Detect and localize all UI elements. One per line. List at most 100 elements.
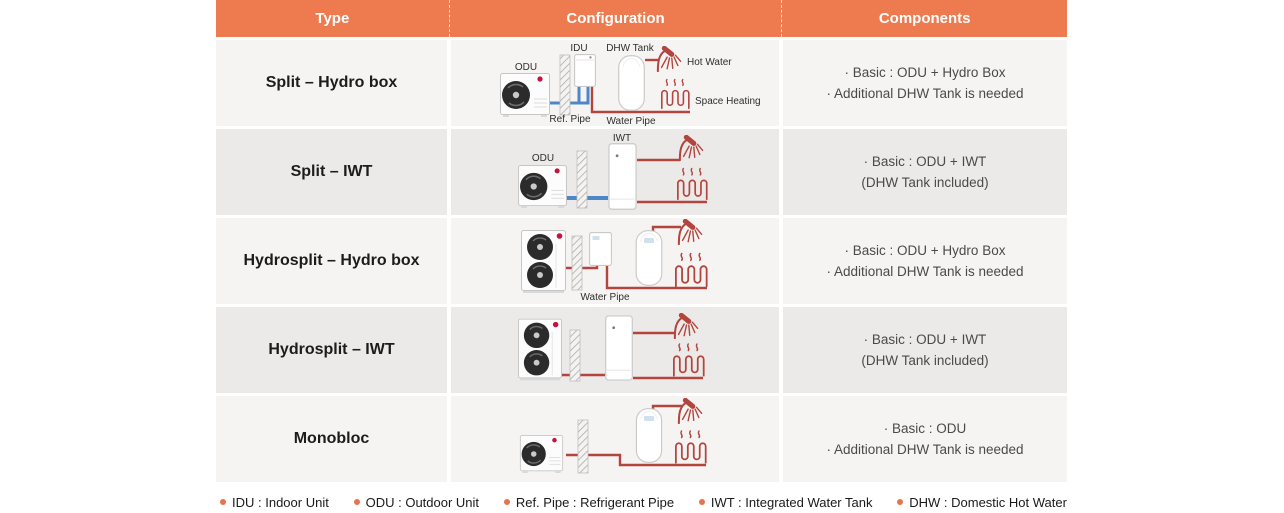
dhw-tank-label: DHW Tank <box>606 43 655 54</box>
water-pipe-label: Water Pipe <box>606 116 656 126</box>
legend-item-ref-pipe: Ref. Pipe : Refrigerant Pipe <box>503 494 675 510</box>
water-pipe-line <box>590 58 690 114</box>
legend-label: Ref. Pipe : Refrigerant Pipe <box>515 494 675 510</box>
type-label: Split – Hydro box <box>265 74 398 91</box>
table-row: Hydrosplit – Hydro box Water Pipe <box>216 218 1067 304</box>
type-label: Split – IWT <box>290 163 373 180</box>
monobloc-diagram <box>519 396 707 474</box>
legend-item-idu: IDU : Indoor Unit <box>220 495 329 510</box>
space-heating-label: Space Heating <box>695 96 761 107</box>
idu-icon <box>574 54 596 87</box>
component-line: · Basic : ODU + Hydro Box <box>844 243 1006 258</box>
header-label: Configuration <box>566 10 665 27</box>
comparison-table: Type Configuration Components Split – Hy… <box>216 0 1067 482</box>
bullet-icon <box>698 499 705 505</box>
hot-water-shower-icon <box>675 315 698 338</box>
legend-label: IDU : Indoor Unit <box>232 494 329 510</box>
bullet-icon <box>220 499 226 505</box>
legend-item-iwt: IWT : Integrated Water Tank <box>698 494 873 510</box>
component-line: · Basic : ODU + IWT <box>863 332 987 347</box>
hot-water-shower-icon <box>679 221 702 244</box>
table-header: Type Configuration Components <box>216 0 1067 37</box>
components-cell: · Basic : ODU + Hydro Box · Additional D… <box>783 218 1067 304</box>
configuration-cell: ODU IDU DHW Tank Hot Water Space Heating… <box>451 40 779 126</box>
type-label: Monobloc <box>293 430 370 447</box>
type-cell: Split – IWT <box>216 129 447 215</box>
water-pipe-line <box>637 158 707 204</box>
legend-label: ODU : Outdoor Unit <box>365 494 480 510</box>
component-line: · Basic : ODU <box>883 421 967 436</box>
ref-pipe-label: Ref. Pipe <box>549 114 591 125</box>
configuration-cell: ODU IWT <box>451 129 779 215</box>
odu-icon <box>500 73 550 117</box>
header-label: Type <box>315 10 350 27</box>
space-heating-radiator-icon <box>661 78 690 110</box>
odu-icon <box>519 435 564 473</box>
components-cell: · Basic : ODU · Additional DHW Tank is n… <box>783 396 1067 482</box>
water-pipe-label: Water Pipe <box>580 292 630 303</box>
configuration-cell <box>451 307 779 393</box>
components-cell: · Basic : ODU + IWT (DHW Tank included) <box>783 129 1067 215</box>
component-line: (DHW Tank included) <box>861 175 989 190</box>
hot-water-shower-icon <box>680 137 703 160</box>
header-cell-components: Components <box>781 0 1067 37</box>
header-cell-type: Type <box>216 0 449 37</box>
component-line: · Additional DHW Tank is needed <box>826 86 1024 101</box>
odu-icon <box>521 230 566 293</box>
bullet-icon <box>353 499 360 505</box>
wall-hatch-icon <box>569 329 581 382</box>
components-cell: · Basic : ODU + Hydro Box · Additional D… <box>783 40 1067 126</box>
legend-label: DHW : Domestic Hot Water <box>909 494 1067 510</box>
wall-hatch-icon <box>577 419 589 474</box>
wall-hatch-icon <box>559 54 571 116</box>
odu-label: ODU <box>532 153 554 164</box>
type-cell: Split – Hydro box <box>216 40 447 126</box>
type-cell: Hydrosplit – IWT <box>216 307 447 393</box>
iwt-icon <box>605 315 633 381</box>
water-pipe-line <box>560 331 703 380</box>
component-line: · Additional DHW Tank is needed <box>826 264 1024 279</box>
bullet-icon <box>897 499 904 505</box>
type-cell: Hydrosplit – Hydro box <box>216 218 447 304</box>
configuration-cell <box>451 396 779 482</box>
header-label: Components <box>878 10 971 27</box>
tank-display <box>644 238 654 243</box>
odu-icon <box>518 318 562 381</box>
idu-label: IDU <box>570 43 587 54</box>
iwt-icon <box>608 143 637 210</box>
component-line: · Additional DHW Tank is needed <box>826 442 1024 457</box>
space-heating-radiator-icon <box>673 343 705 378</box>
wall-hatch-icon <box>571 235 583 291</box>
split-iwt-diagram: ODU IWT <box>518 133 708 210</box>
dhw-tank-icon <box>618 55 645 111</box>
configuration-cell: Water Pipe <box>451 218 779 304</box>
hot-water-label: Hot Water <box>687 57 732 68</box>
table-row: Split – IWT ODU IWT · Basic : OD <box>216 129 1067 215</box>
odu-label: ODU <box>515 62 537 73</box>
table-row: Monobloc · Basic : ODU · Additional DHW … <box>216 396 1067 482</box>
hydrosplit-hydrobox-diagram: Water Pipe <box>521 218 708 303</box>
legend: IDU : Indoor Unit ODU : Outdoor Unit Ref… <box>220 492 1067 512</box>
component-line: · Basic : ODU + Hydro Box <box>844 65 1006 80</box>
table-row: Hydrosplit – IWT · Basic : ODU + IWT (DH… <box>216 307 1067 393</box>
space-heating-radiator-icon <box>675 430 707 465</box>
components-cell: · Basic : ODU + IWT (DHW Tank included) <box>783 307 1067 393</box>
hot-water-shower-icon <box>679 400 702 423</box>
hydro-box-icon <box>589 232 612 266</box>
bullet-icon <box>503 499 510 505</box>
hot-water-shower-icon <box>658 48 681 71</box>
type-label: Hydrosplit – IWT <box>268 341 395 358</box>
hydrosplit-iwt-diagram <box>518 307 705 382</box>
component-line: · Basic : ODU + IWT <box>863 154 987 169</box>
table-row: Split – Hydro box ODU <box>216 40 1067 126</box>
legend-label: IWT : Integrated Water Tank <box>710 494 873 510</box>
wall-hatch-icon <box>576 150 588 209</box>
legend-item-dhw: DHW : Domestic Hot Water <box>897 495 1067 510</box>
iwt-label: IWT <box>613 133 631 144</box>
type-cell: Monobloc <box>216 396 447 482</box>
tank-display <box>644 416 654 421</box>
odu-icon <box>518 165 567 208</box>
component-line: (DHW Tank included) <box>861 353 989 368</box>
legend-item-odu: ODU : Outdoor Unit <box>353 494 480 510</box>
